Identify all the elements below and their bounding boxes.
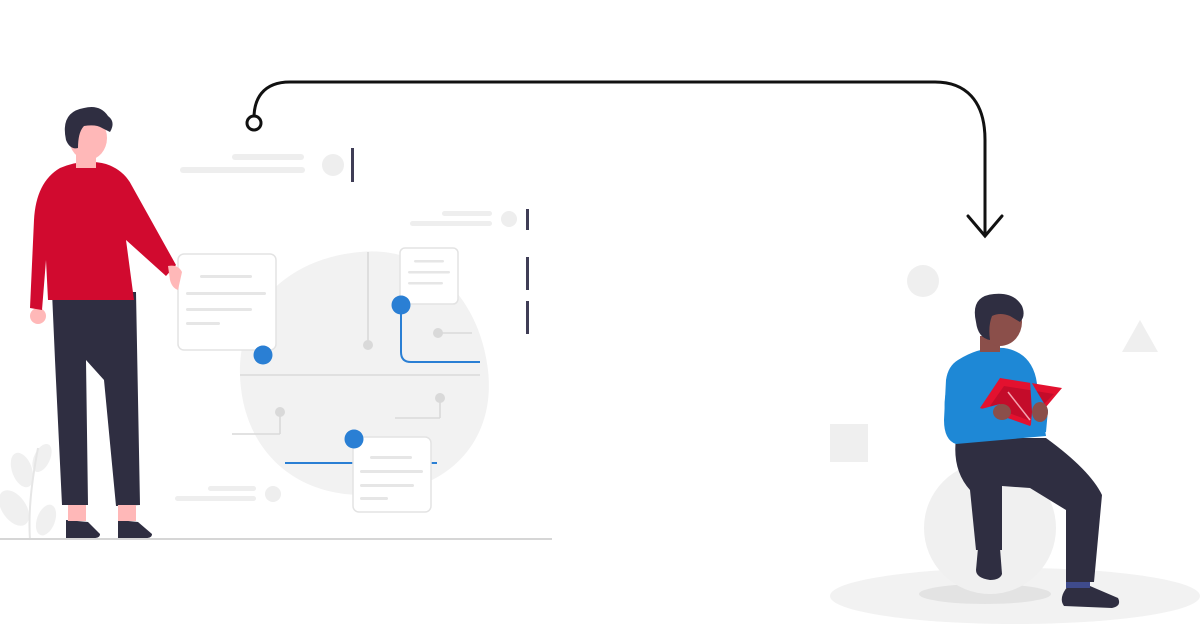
document-card-icon: [177, 253, 277, 351]
standing-person: [30, 107, 182, 538]
sitting-reading-person: [944, 293, 1120, 608]
divider-bar: [526, 209, 529, 230]
seat-shadow: [919, 584, 1051, 604]
connection-node-icon: [253, 345, 273, 365]
curved-arrow-icon: [245, 80, 1004, 239]
square-shape: [830, 424, 868, 462]
blue-connector: [400, 305, 480, 363]
small-nodes: [275, 328, 445, 417]
divider-bar: [526, 257, 529, 290]
circle-shape: [907, 265, 939, 297]
divider-bar: [351, 148, 354, 182]
side-lines: [410, 211, 517, 227]
divider-bar: [526, 301, 529, 334]
connection-node-icon: [391, 295, 411, 315]
connection-node-icon: [344, 429, 364, 449]
background-blob: [239, 251, 489, 496]
connector-lines: [232, 252, 480, 435]
floor-line: [0, 538, 552, 540]
diagram-area: [175, 148, 529, 513]
triangle-shape: [1122, 320, 1158, 352]
decor-shapes: [830, 265, 1158, 462]
header-lines: [180, 154, 344, 176]
footer-lines: [175, 486, 281, 502]
document-card-icon: [352, 436, 432, 513]
plant-icon: [0, 443, 57, 541]
document-card-icon: [399, 247, 459, 305]
